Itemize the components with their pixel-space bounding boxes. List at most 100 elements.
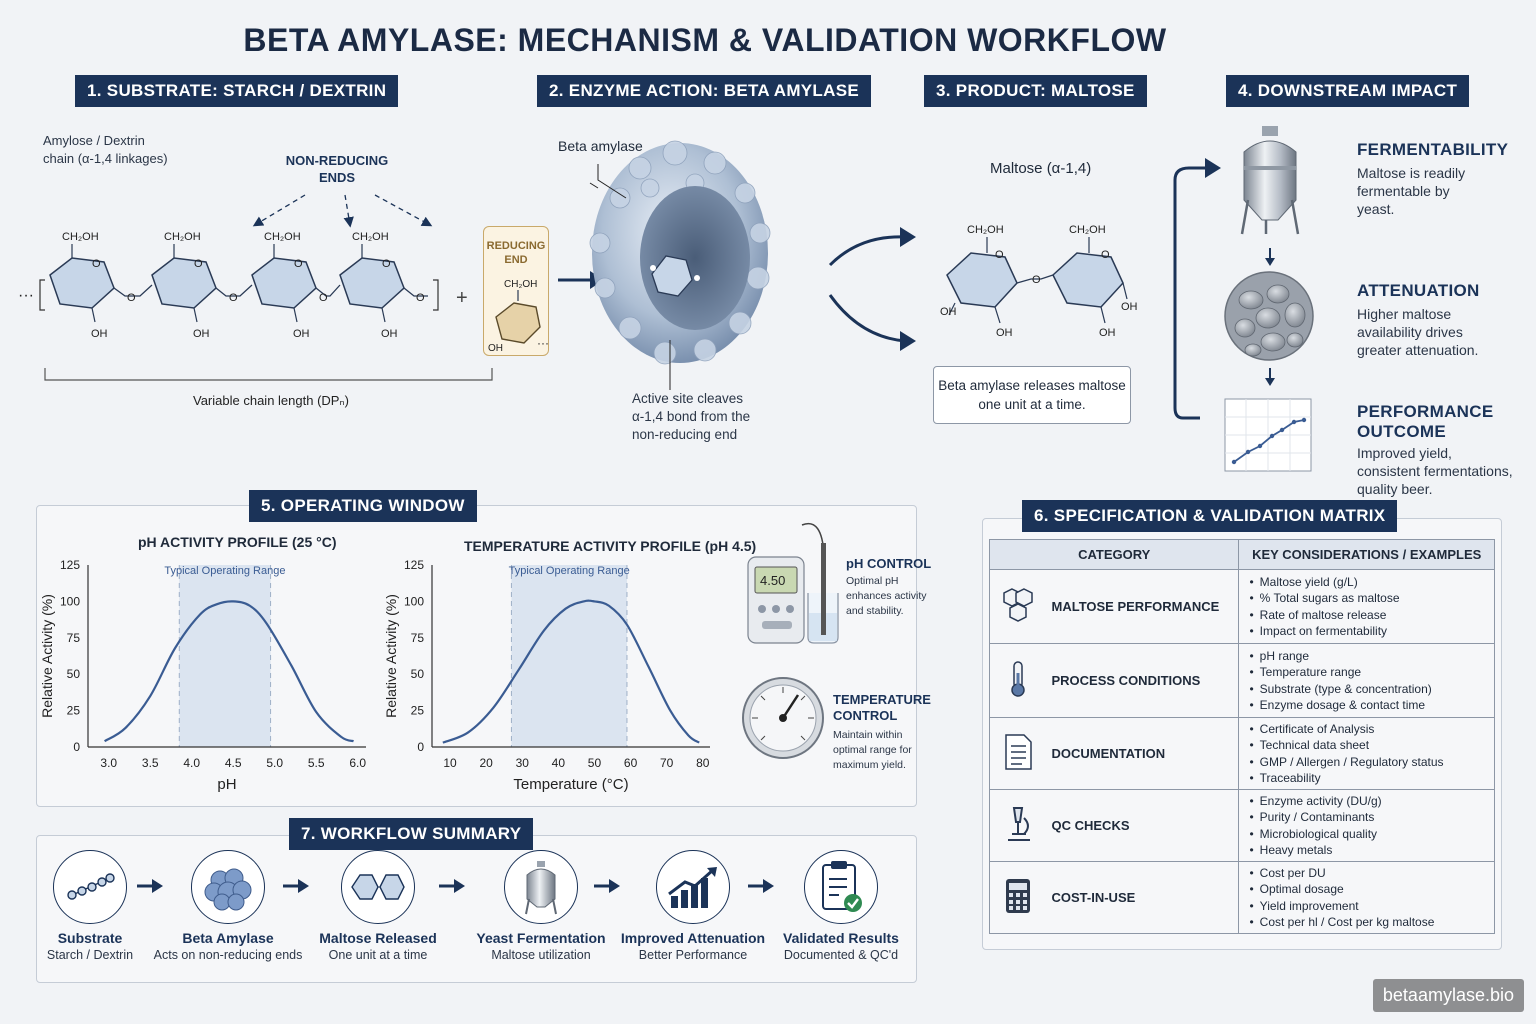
matrix-category: DOCUMENTATION	[1045, 717, 1240, 790]
matrix-item: Impact on fermentability	[1249, 623, 1494, 640]
performance-title-2: OUTCOME	[1357, 422, 1446, 441]
maltose-label: Maltose (α-1,4)	[990, 160, 1092, 177]
section-2-badge: 2. ENZYME ACTION: BETA AMYLASE	[537, 75, 871, 107]
performance-chart-icon	[1224, 398, 1312, 472]
x-axis-label: pH	[217, 776, 236, 793]
x-tick-label: 60	[624, 756, 638, 770]
y-tick-label: 75	[67, 631, 81, 645]
matrix-row: COST-IN-USECost per DUOptimal dosageYiel…	[989, 861, 1495, 934]
hexagon-molecule-icon	[989, 569, 1046, 644]
temp-chart-title: TEMPERATURE ACTIVITY PROFILE (pH 4.5)	[464, 538, 756, 554]
ring-o-label-1: O	[92, 258, 101, 270]
ring-o-label-4: O	[382, 258, 391, 270]
matrix-item: Cost per DU	[1249, 865, 1494, 882]
temp-control-line-1: Maintain within	[833, 729, 903, 741]
oh-label-1: OH	[91, 328, 108, 340]
activity-curve	[442, 599, 700, 744]
ph-meter-reading: 4.50	[760, 573, 785, 588]
fermentability-line-3: yeast.	[1357, 201, 1395, 217]
beta-amylase-protein-illustration	[589, 140, 771, 365]
matrix-header-category: CATEGORY	[988, 539, 1240, 570]
performance-line-2: consistent fermentations,	[1357, 463, 1513, 479]
ch2oh-label-4: CH₂OH	[352, 231, 389, 243]
glucose-ring-1	[49, 257, 115, 309]
down-arrow-2	[1265, 368, 1275, 386]
maltose-oh-2: OH	[996, 327, 1013, 339]
matrix-category: COST-IN-USE	[1045, 861, 1240, 934]
matrix-row: QC CHECKSEnzyme activity (DU/g)Purity / …	[989, 789, 1495, 862]
x-tick-label: 10	[443, 756, 457, 770]
matrix-item: Purity / Contaminants	[1249, 809, 1494, 826]
matrix-item: Rate of maltose release	[1249, 607, 1494, 624]
reducing-oh: OH	[488, 343, 503, 354]
maltose-oh-4: OH	[1121, 301, 1138, 313]
workflow-arrow	[437, 876, 467, 902]
fermenter-tank-icon	[1240, 126, 1300, 235]
temperature-dial-icon	[742, 677, 824, 759]
y-axis-label: Relative Activity (%)	[383, 594, 399, 718]
y-tick-label: 100	[60, 594, 80, 608]
x-axis-label: Temperature (°C)	[513, 776, 628, 793]
section-3-badge: 3. PRODUCT: MALTOSE	[924, 75, 1147, 107]
matrix-category: PROCESS CONDITIONS	[1045, 643, 1240, 718]
matrix-item: Heavy metals	[1249, 842, 1494, 859]
workflow-step-title: Substrate	[57, 930, 123, 946]
temperature-control-block: TEMPERATURE CONTROL Maintain within opti…	[833, 692, 931, 773]
maltose-icon	[341, 850, 415, 924]
matrix-item: Maltose yield (g/L)	[1249, 574, 1494, 591]
link-o-label-2: O	[229, 292, 238, 304]
matrix-item: Temperature range	[1249, 664, 1494, 681]
oh-label-3: OH	[293, 328, 310, 340]
chain-label-line-2: chain (α-1,4 linkages)	[43, 151, 168, 166]
fermentability-desc: Maltose is readily fermentable by yeast.	[1357, 164, 1508, 218]
x-tick-label: 30	[516, 756, 530, 770]
link-o-label-4: O	[416, 292, 425, 304]
workflow-step-title: Improved Attenuation	[620, 930, 766, 946]
temperature-control-desc: Maintain within optimal range for maximu…	[833, 728, 931, 773]
temperature-activity-chart: TEMPERATURE ACTIVITY PROFILE (pH 4.5) Ty…	[383, 538, 756, 793]
x-tick-label: 6.0	[349, 756, 366, 770]
maltose-structure: CH₂OH CH₂OH O O O OH OH OH OH	[940, 224, 1138, 339]
reducing-end-box: REDUCING END CH₂OH OH ···	[483, 226, 549, 356]
matrix-item: Traceability	[1249, 770, 1494, 787]
operating-range-band	[511, 565, 627, 747]
band-label: Typical Operating Range	[164, 565, 285, 577]
attenuation-title: ATTENUATION	[1357, 281, 1480, 300]
reducing-sugar-ring: CH₂OH OH ···	[488, 279, 549, 354]
maltose-link-o: O	[1032, 274, 1041, 286]
ph-control-line-1: Optimal pH	[846, 575, 899, 587]
workflow-step-subtitle: Starch / Dextrin	[46, 948, 134, 962]
active-site-line-2: α-1,4 bond from the	[632, 409, 751, 424]
enzyme-label: Beta amylase	[558, 138, 643, 154]
matrix-item: Microbiological quality	[1249, 826, 1494, 843]
reducing-ch2oh: CH₂OH	[504, 279, 537, 290]
workflow-arrow	[135, 876, 165, 902]
y-tick-label: 0	[73, 740, 80, 754]
chain-label-line-1: Amylose / Dextrin	[43, 133, 145, 148]
down-arrow-1	[1265, 248, 1275, 266]
ph-control-desc: Optimal pH enhances activity and stabili…	[846, 574, 931, 619]
section-6-badge: 6. SPECIFICATION & VALIDATION MATRIX	[1022, 500, 1398, 532]
y-tick-label: 75	[411, 631, 425, 645]
maltose-oh-3: OH	[1099, 327, 1116, 339]
x-tick-label: 50	[588, 756, 602, 770]
active-site-description: Active site cleaves α-1,4 bond from the …	[632, 390, 750, 444]
non-reducing-line-1: NON-REDUCING	[285, 153, 389, 168]
matrix-item: Certificate of Analysis	[1249, 721, 1494, 738]
chain-icon	[53, 850, 127, 924]
glucose-ring-3	[251, 257, 317, 309]
fermentability-block: FERMENTABILITY Maltose is readily fermen…	[1357, 140, 1508, 218]
enzyme-label-pointer	[597, 164, 627, 199]
workflow-arrow	[281, 876, 311, 902]
glucose-ring-4	[339, 257, 405, 309]
downstream-flow-arrow	[1173, 158, 1221, 420]
maltose-note-line-2: one unit at a time.	[978, 397, 1086, 412]
performance-line-3: quality beer.	[1357, 481, 1433, 497]
workflow-step-subtitle: Maltose utilization	[491, 948, 591, 962]
ph-chart-title: pH ACTIVITY PROFILE (25 °C)	[138, 534, 337, 550]
ch2oh-label-2: CH₂OH	[164, 231, 201, 243]
